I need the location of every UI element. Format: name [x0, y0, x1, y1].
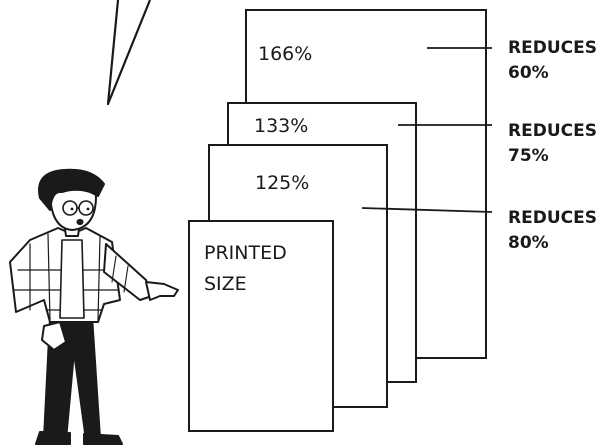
sheet-125-label: 125% [255, 172, 309, 194]
presenter-right-shoe [84, 434, 122, 444]
speech-balloon-pointer [108, 0, 150, 104]
presenter-glasses-right [79, 201, 93, 215]
presenter-figure [10, 170, 178, 444]
callout-60-pct: 60% [508, 63, 549, 83]
presenter-mouth [77, 219, 83, 224]
presenter-glasses-left [63, 201, 77, 215]
presenter-left-shoe [36, 432, 70, 444]
presenter-tshirt [60, 240, 84, 318]
printed-size-label-line2: SIZE [204, 273, 247, 295]
callout-60-word: REDUCES [508, 38, 597, 58]
callout-80-word: REDUCES [508, 208, 597, 228]
callout-75-pct: 75% [508, 146, 549, 166]
presenter-pointing-hand [146, 282, 178, 300]
callout-80-pct: 80% [508, 233, 549, 253]
sheet-166-label: 166% [258, 43, 312, 65]
sheet-133-label: 133% [254, 115, 308, 137]
sheet-printed-size: PRINTED SIZE [189, 221, 333, 431]
printed-size-label-line1: PRINTED [204, 242, 287, 264]
callout-75-word: REDUCES [508, 121, 597, 141]
